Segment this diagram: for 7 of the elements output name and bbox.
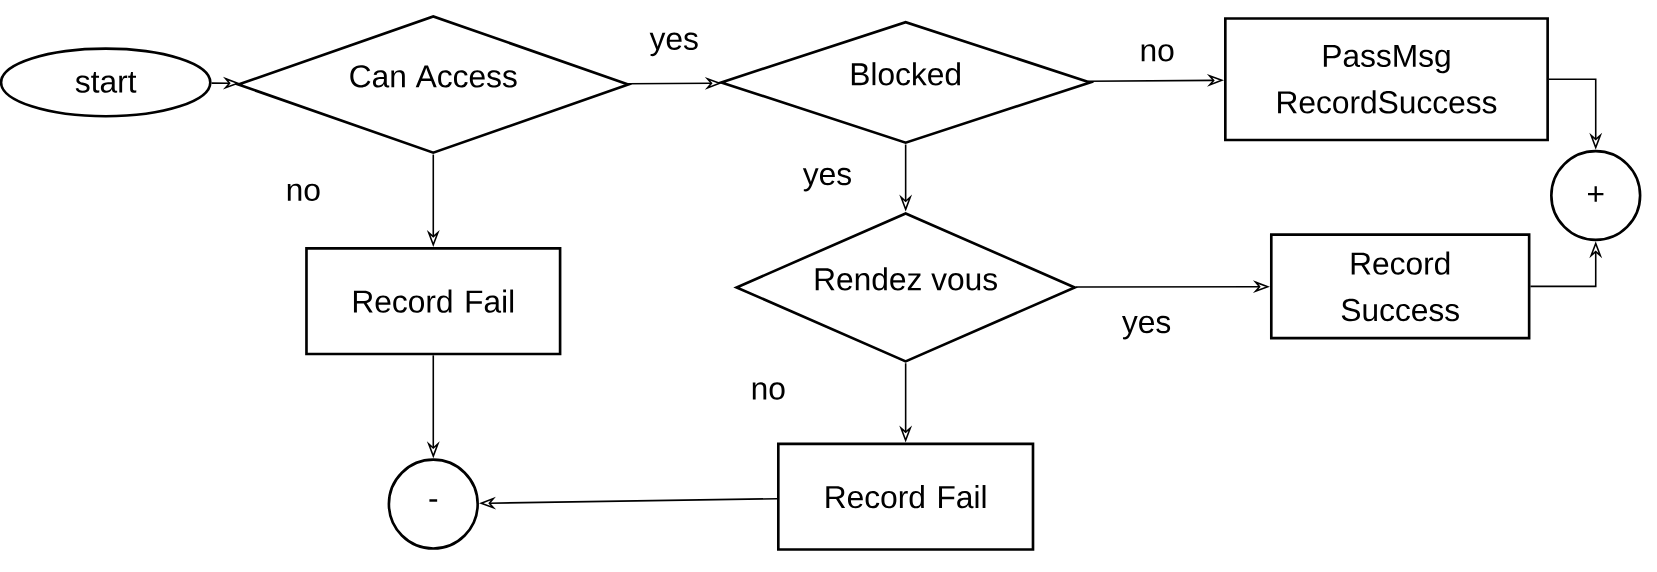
process-box: Record Success xyxy=(1269,233,1531,340)
process-box: PassMsg RecordSuccess xyxy=(1224,17,1549,142)
process-box: Record Fail xyxy=(305,247,562,356)
edge-label: no xyxy=(1137,42,1177,64)
edge-label: no xyxy=(748,380,788,402)
edge-label: yes xyxy=(647,30,701,59)
process-box: Record Fail xyxy=(777,442,1035,551)
